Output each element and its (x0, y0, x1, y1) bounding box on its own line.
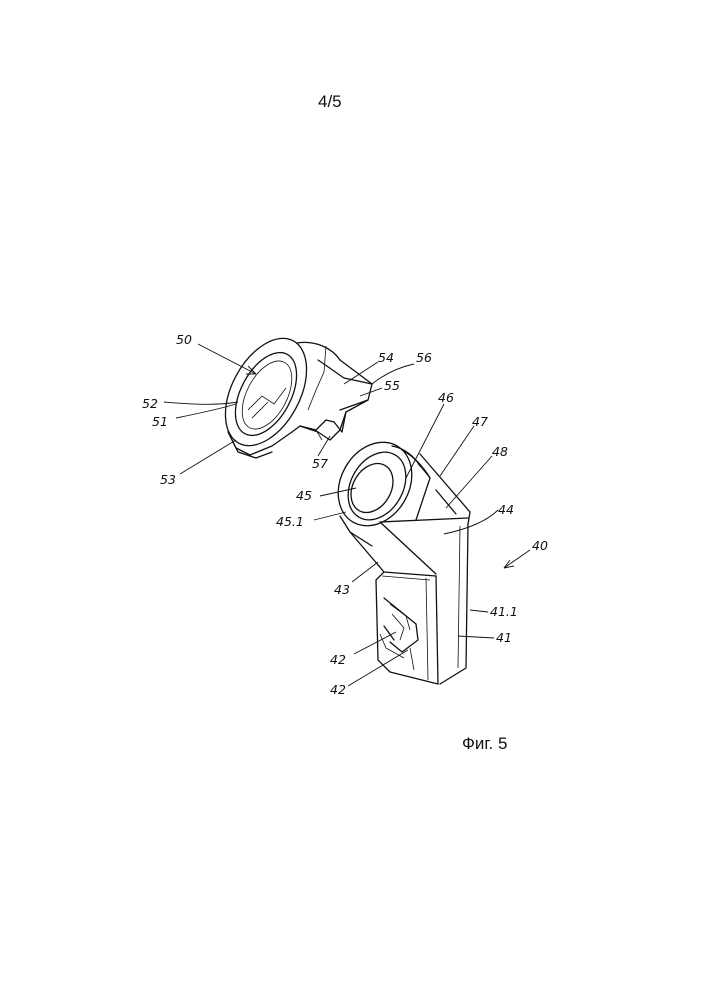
leader-lines (164, 344, 530, 686)
label-42-lower: 42 (330, 682, 346, 697)
label-57: 57 (312, 456, 328, 471)
label-48: 48 (492, 444, 508, 459)
label-51: 51 (152, 414, 168, 429)
label-56: 56 (416, 350, 432, 365)
label-50: 50 (176, 332, 192, 347)
part-40-drawing (324, 429, 470, 684)
label-45-1: 45.1 (276, 514, 304, 529)
label-54: 54 (378, 350, 394, 365)
label-41-1: 41.1 (490, 604, 518, 619)
label-42-upper: 42 (330, 652, 346, 667)
part-50-drawing (209, 325, 372, 459)
label-40: 40 (532, 538, 548, 553)
label-41: 41 (496, 630, 512, 645)
label-52: 52 (142, 396, 158, 411)
label-47: 47 (472, 414, 488, 429)
label-45: 45 (296, 488, 312, 503)
label-43: 43 (334, 582, 350, 597)
label-46: 46 (438, 390, 454, 405)
label-53: 53 (160, 472, 176, 487)
label-55: 55 (384, 378, 400, 393)
label-44: 44 (498, 502, 514, 517)
